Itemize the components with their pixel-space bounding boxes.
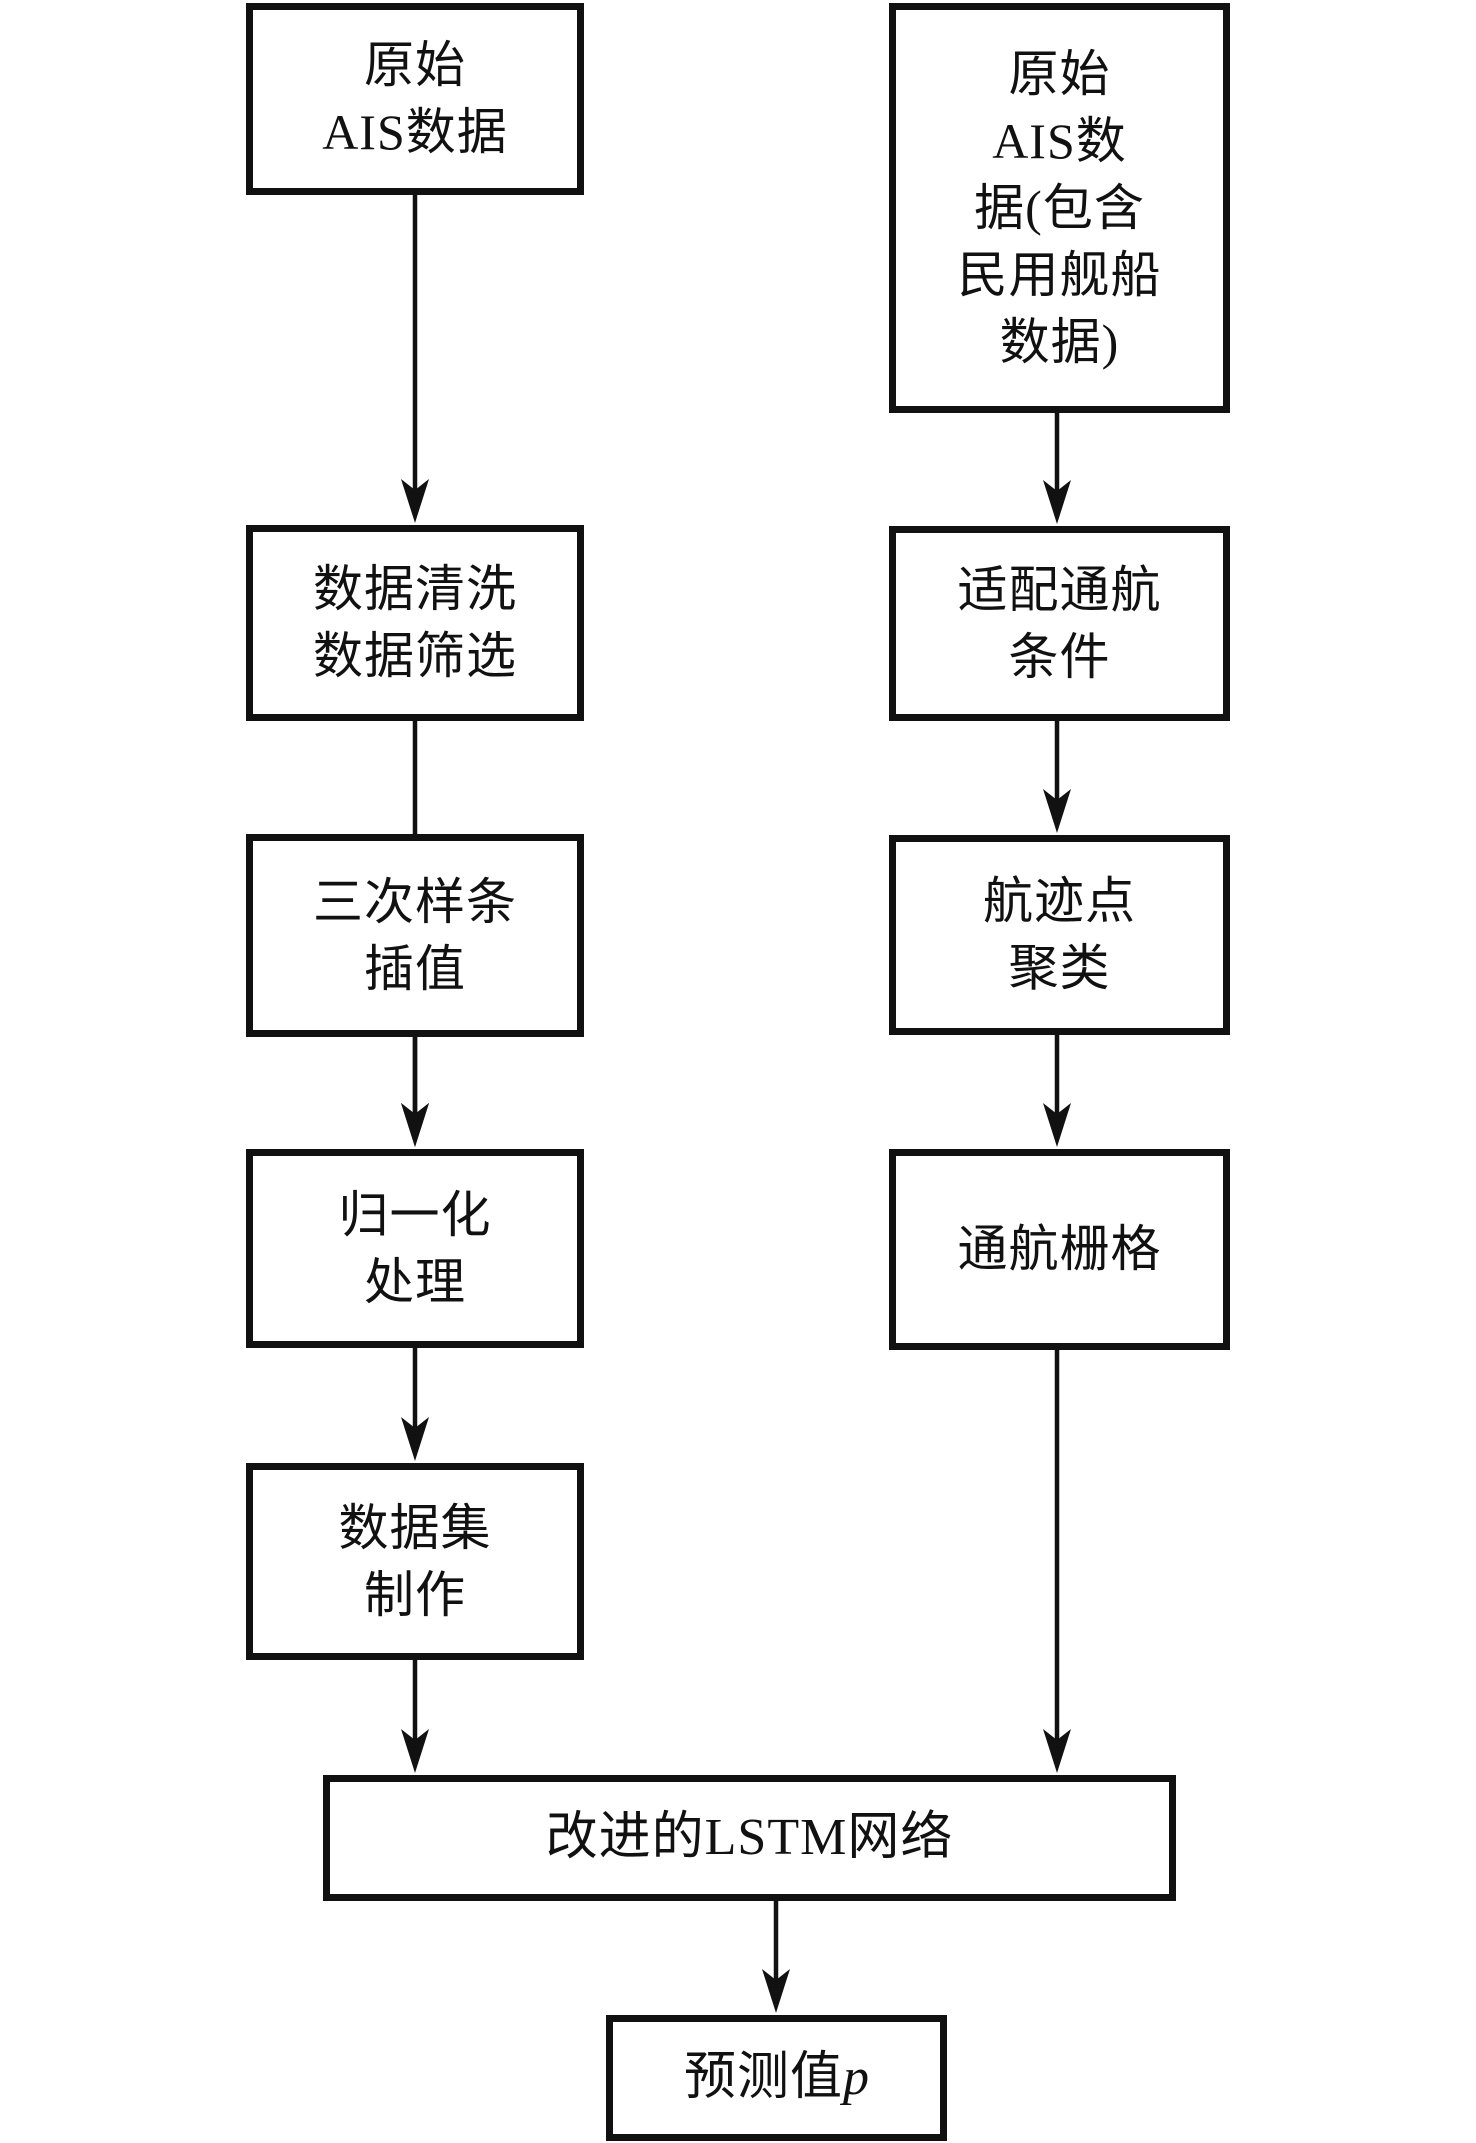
- flow-node-raw-ais-right-label: 原始 AIS数 据(包含 民用舰船 数据): [957, 45, 1162, 370]
- flow-node-nav-conditions: 适配通航 条件: [889, 526, 1230, 721]
- flow-node-prediction-label: 预测值: [683, 2049, 843, 2106]
- arrow-raw-ais-left-to-data-cleaning: [401, 195, 429, 523]
- flow-node-nav-conditions-label: 适配通航 条件: [957, 561, 1162, 685]
- flow-node-lstm-network: 改进的LSTM网络: [323, 1775, 1176, 1901]
- arrow-lstm-to-prediction: [762, 1901, 790, 2013]
- flow-node-cubic-spline-label: 三次样条 插值: [313, 873, 517, 997]
- flow-node-normalization-label: 归一化 处理: [338, 1186, 492, 1310]
- flow-node-dataset-creation: 数据集 制作: [246, 1463, 584, 1660]
- flow-node-nav-grid: 通航栅格: [889, 1149, 1230, 1350]
- flow-node-normalization: 归一化 处理: [246, 1149, 584, 1348]
- flow-node-data-cleaning: 数据清洗 数据筛选: [246, 525, 584, 721]
- flow-node-raw-ais-left-label: 原始 AIS数据: [322, 37, 508, 160]
- arrow-cubic-spline-to-normalization: [401, 1037, 429, 1147]
- flow-node-nav-grid-label: 通航栅格: [957, 1221, 1162, 1277]
- flow-node-trackpoint-cluster-label: 航迹点 聚类: [983, 873, 1136, 996]
- flow-node-dataset-creation-label: 数据集 制作: [338, 1499, 492, 1623]
- arrow-nav-grid-to-lstm: [1043, 1350, 1071, 1773]
- flow-node-raw-ais-left: 原始 AIS数据: [246, 3, 584, 195]
- arrow-trackpoint-cluster-to-nav-grid: [1043, 1035, 1071, 1147]
- flow-node-prediction-symbol: p: [843, 2049, 869, 2106]
- arrow-dataset-to-lstm: [401, 1660, 429, 1773]
- flow-node-cubic-spline: 三次样条 插值: [246, 834, 584, 1037]
- flow-node-data-cleaning-label: 数据清洗 数据筛选: [313, 561, 517, 684]
- arrow-normalization-to-dataset: [401, 1348, 429, 1461]
- flow-node-trackpoint-cluster: 航迹点 聚类: [889, 835, 1230, 1035]
- arrow-nav-conditions-to-trackpoint-cluster: [1043, 721, 1071, 833]
- arrow-raw-ais-right-to-nav-conditions: [1043, 413, 1071, 524]
- flow-node-raw-ais-right: 原始 AIS数 据(包含 民用舰船 数据): [889, 3, 1230, 413]
- flow-node-lstm-network-label: 改进的LSTM网络: [545, 1809, 954, 1866]
